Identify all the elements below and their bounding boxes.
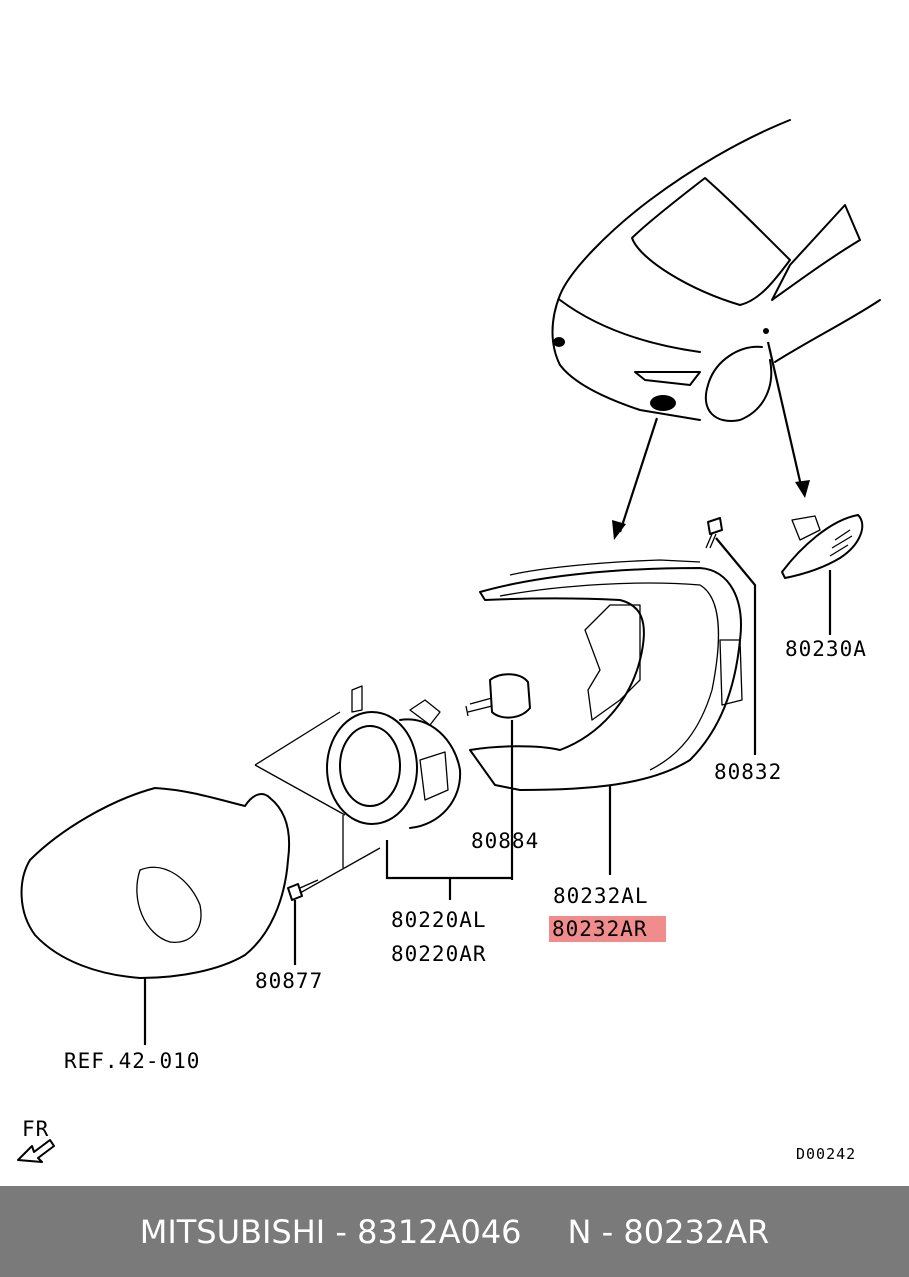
part-label-80232ar-highlighted: 80232AR	[549, 916, 666, 942]
pointer-arrows	[612, 341, 810, 540]
bulb-80884	[465, 673, 531, 880]
part-label-80220al: 80220AL	[391, 908, 487, 932]
footer-reference-number: N - 80232AR	[567, 1212, 770, 1251]
footer-bar: MITSUBISHI - 8312A046 N - 80232AR	[0, 1186, 909, 1277]
assembly-guide-lines	[254, 711, 381, 894]
bumper-cover	[20, 787, 291, 1045]
diagram-code: D00242	[796, 1145, 857, 1163]
part-label-80877: 80877	[255, 969, 324, 993]
screw-80877	[287, 879, 319, 965]
part-label-80230a: 80230A	[785, 637, 867, 661]
parts-diagram	[17, 119, 881, 1163]
reference-label: REF.42-010	[64, 1049, 201, 1073]
part-label-80832: 80832	[714, 760, 783, 784]
highlight-box: 80232AR	[549, 916, 666, 942]
part-label-80232al: 80232AL	[553, 884, 649, 908]
front-direction-arrow	[17, 1139, 55, 1163]
front-direction-label: FR	[22, 1117, 50, 1141]
side-marker-lamp	[781, 514, 864, 635]
fog-lamp-unit	[326, 685, 512, 900]
screw-80832	[705, 517, 757, 755]
fog-lamp-garnish	[469, 559, 743, 875]
part-label-80220ar: 80220AR	[391, 942, 487, 966]
car-front-illustration	[551, 119, 881, 422]
part-label-80884: 80884	[471, 829, 540, 853]
footer-brand-part-number: MITSUBISHI - 8312A046	[139, 1212, 522, 1251]
